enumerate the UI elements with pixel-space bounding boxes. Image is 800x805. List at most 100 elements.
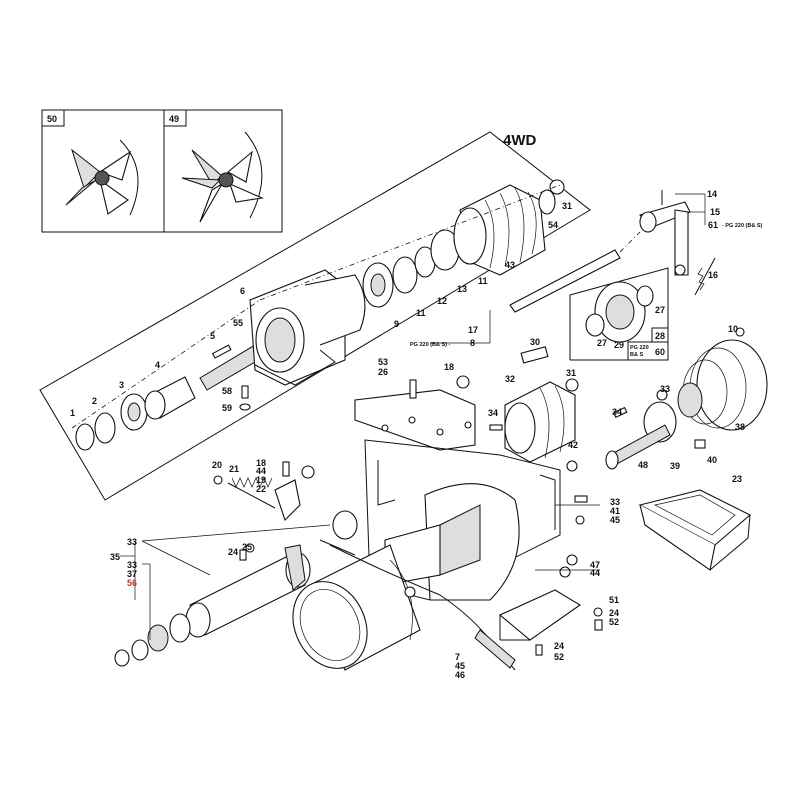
- label-35: 35: [110, 552, 120, 562]
- bracket-22: [274, 479, 301, 522]
- label-53: 53: [378, 357, 388, 367]
- note-61: - PG 220 (B& S): [722, 223, 763, 229]
- label-44a: 44: [256, 466, 266, 476]
- panel-title: 4WD: [503, 132, 537, 149]
- nut-10: [735, 327, 745, 337]
- label-33b: 33: [610, 497, 620, 507]
- label-44b: 44: [590, 568, 600, 578]
- label-51: 51: [609, 595, 619, 605]
- label-48: 48: [638, 460, 648, 470]
- inset-label-49: 49: [169, 114, 179, 124]
- nut-33a: [656, 389, 668, 401]
- key-34b: [612, 406, 628, 418]
- bearing-27b: [636, 285, 654, 307]
- bolt-58: [241, 385, 249, 399]
- label-25: 25: [242, 542, 252, 552]
- inset-box-49: [163, 109, 283, 233]
- label-6: 6: [240, 286, 245, 296]
- label-41: 41: [610, 506, 620, 516]
- label-26: 26: [378, 367, 388, 377]
- label-8: 8: [470, 338, 475, 348]
- label-39: 39: [670, 461, 680, 471]
- label-61: 61: [708, 220, 718, 230]
- nut-18: [456, 375, 470, 389]
- washer-45a: [575, 515, 585, 525]
- bearing-37: [147, 624, 169, 652]
- bolt-40: [694, 439, 706, 449]
- label-1: 1: [70, 408, 75, 418]
- note-60a: PG 220: [630, 345, 649, 351]
- label-2: 2: [92, 396, 97, 406]
- bearing-housing-6: [249, 269, 366, 386]
- label-37: 37: [127, 569, 137, 579]
- washer-33d: [114, 649, 130, 667]
- label-4: 4: [155, 360, 160, 370]
- arm-14: [674, 209, 689, 276]
- label-13: 13: [457, 284, 467, 294]
- box-tag-60: [627, 341, 669, 361]
- tray-23: [638, 489, 751, 571]
- panel-4wd: 4WD: [39, 131, 591, 501]
- washer-59: [239, 403, 251, 411]
- label-28: 28: [655, 331, 665, 341]
- label-33c: 33: [127, 537, 137, 547]
- label-22: 22: [256, 484, 266, 494]
- bearing-27a: [585, 313, 605, 337]
- label-45b: 45: [455, 661, 465, 671]
- nut-42: [566, 460, 578, 472]
- bolt-24a: [239, 549, 247, 561]
- nut-20: [213, 475, 223, 485]
- key-34a: [489, 424, 503, 431]
- label-34a: 34: [488, 408, 498, 418]
- label-18b: 18: [256, 458, 266, 468]
- bolt-18b: [282, 461, 290, 477]
- bushing-33b: [332, 510, 358, 540]
- label-55: 55: [233, 318, 243, 328]
- label-18a: 18: [444, 362, 454, 372]
- label-20: 20: [212, 460, 222, 470]
- label-31b: 31: [566, 368, 576, 378]
- note-60b: B& S: [630, 352, 643, 358]
- bolt-26: [409, 379, 417, 399]
- label-31a: 31: [562, 201, 572, 211]
- outlet-drum: [292, 544, 421, 671]
- tensioner-pulley-box: [569, 267, 669, 361]
- label-17: 17: [468, 325, 478, 335]
- label-54: 54: [548, 220, 558, 230]
- label-24c: 24: [554, 641, 564, 651]
- label-10: 10: [728, 324, 738, 334]
- leader-lines: [120, 193, 706, 640]
- label-15: 15: [710, 207, 720, 217]
- nut-47: [566, 554, 578, 566]
- nut-31: [549, 179, 565, 195]
- nut-44a: [301, 465, 315, 479]
- tension-lever-assembly: [509, 190, 716, 313]
- label-46: 46: [455, 670, 465, 680]
- label-27a: 27: [597, 338, 607, 348]
- label-40: 40: [707, 455, 717, 465]
- pulley-43: [453, 184, 546, 276]
- label-52b: 52: [554, 652, 564, 662]
- label-52a: 52: [609, 617, 619, 627]
- main-frame: [292, 375, 603, 671]
- part-number-labels: 1 2 3 4 5 6 55 58 59 9 11 12 13 11 43 54…: [70, 189, 763, 680]
- nut-44b: [559, 566, 571, 578]
- label-34b: 34: [612, 407, 622, 417]
- panel-border: [39, 131, 591, 501]
- label-11a: 11: [416, 308, 426, 318]
- spring-16: [694, 257, 716, 296]
- shaft-17: [509, 249, 621, 313]
- bolt-41: [574, 495, 588, 503]
- circlip-2: [94, 412, 116, 444]
- washer-7: [404, 586, 416, 598]
- label-21: 21: [229, 464, 239, 474]
- pulley-32: [504, 381, 576, 463]
- label-16: 16: [708, 270, 718, 280]
- washer-54: [538, 189, 556, 215]
- label-42: 42: [568, 440, 578, 450]
- label-14: 14: [707, 189, 717, 199]
- label-27b: 27: [655, 305, 665, 315]
- inset-group: 50 49: [41, 109, 283, 233]
- label-43: 43: [505, 260, 515, 270]
- label-11b: 11: [478, 276, 488, 286]
